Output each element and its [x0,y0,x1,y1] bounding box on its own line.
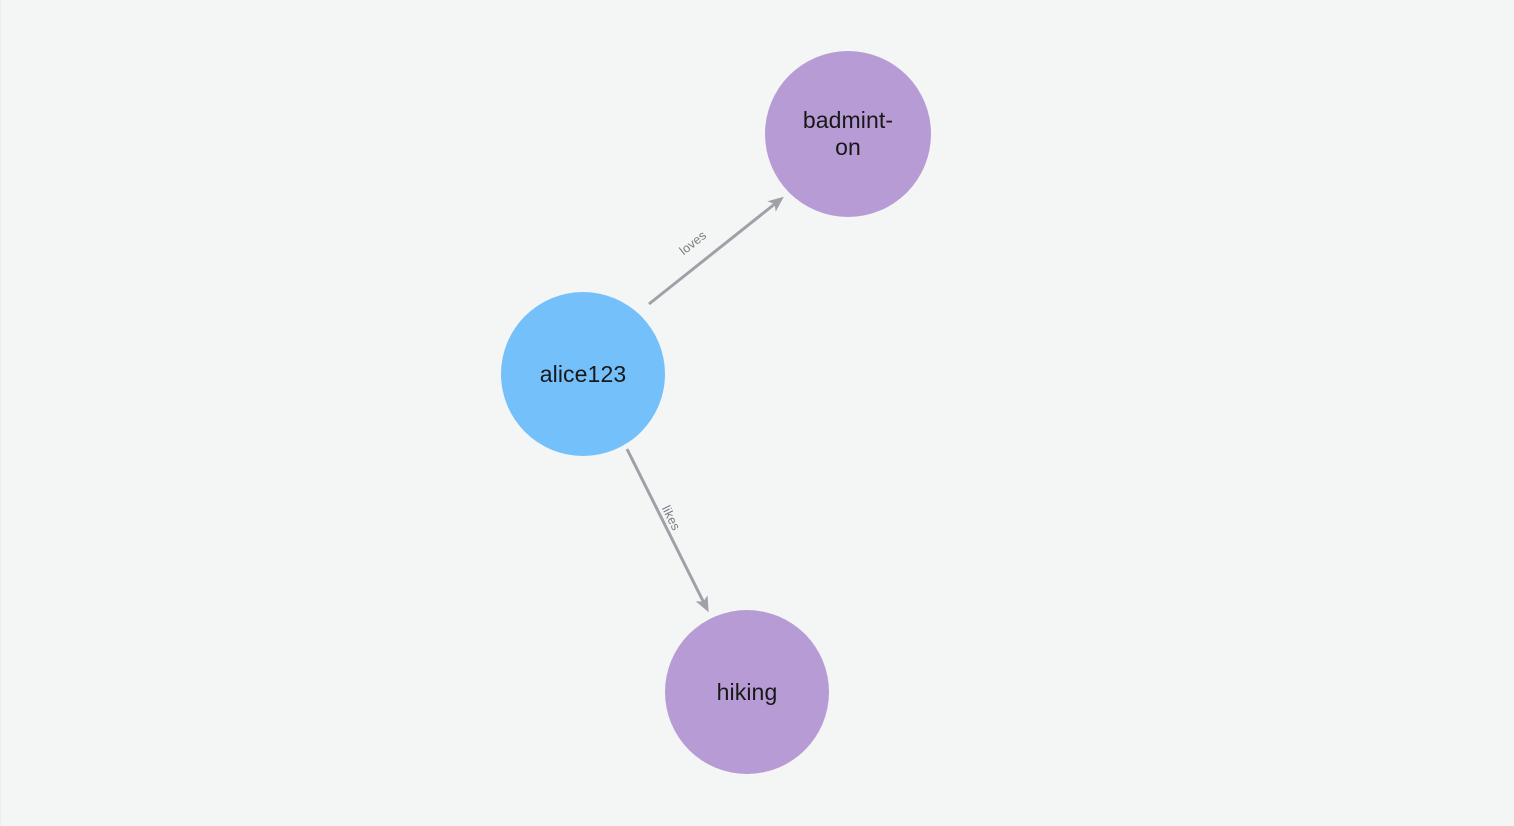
node-label-badminton: badmint- on [802,107,894,160]
node-label-hiking: hiking [716,678,778,705]
graph-node-badminton[interactable]: badmint- on [765,51,931,217]
graph-node-alice123[interactable]: alice123 [501,292,665,456]
node-label-alice123: alice123 [539,360,627,387]
edge-alice123-loves-badminton[interactable] [648,196,784,306]
edge-alice123-likes-hiking[interactable] [625,448,709,613]
graph-node-hiking[interactable]: hiking [665,610,829,774]
